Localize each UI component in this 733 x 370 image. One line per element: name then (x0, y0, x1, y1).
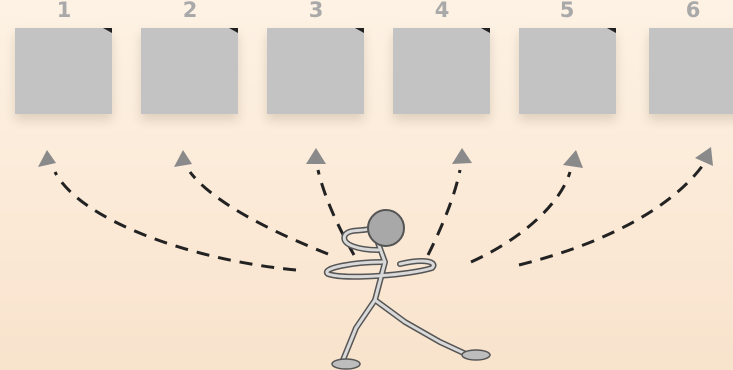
option-number-4: 4 (434, 0, 450, 22)
left-foot (331, 358, 361, 370)
arrow-path-4 (426, 169, 462, 256)
figure-head (367, 209, 405, 247)
arrow-path-1 (53, 171, 297, 272)
option-box-5 (519, 28, 616, 114)
arrowhead-6 (695, 147, 713, 166)
option-box-4 (393, 28, 490, 114)
option-box-3 (267, 28, 364, 114)
option-box-6 (649, 28, 733, 114)
option-number-1: 1 (56, 0, 72, 22)
arrow-path-2 (188, 171, 329, 256)
option-box-2 (141, 28, 238, 114)
arrowhead-1 (38, 150, 56, 167)
option-number-6: 6 (685, 0, 701, 22)
option-box-1 (15, 28, 112, 114)
arrow-path-6 (518, 164, 705, 267)
arrow-path-5 (470, 171, 572, 264)
right-foot (461, 349, 491, 361)
arrowhead-2 (174, 150, 192, 167)
stick-figure (323, 209, 491, 370)
arrowhead-3 (306, 148, 326, 164)
arrowhead-5 (563, 150, 583, 168)
option-number-5: 5 (559, 0, 575, 22)
option-number-2: 2 (182, 0, 198, 22)
arrowhead-4 (452, 148, 472, 164)
option-number-3: 3 (308, 0, 324, 22)
